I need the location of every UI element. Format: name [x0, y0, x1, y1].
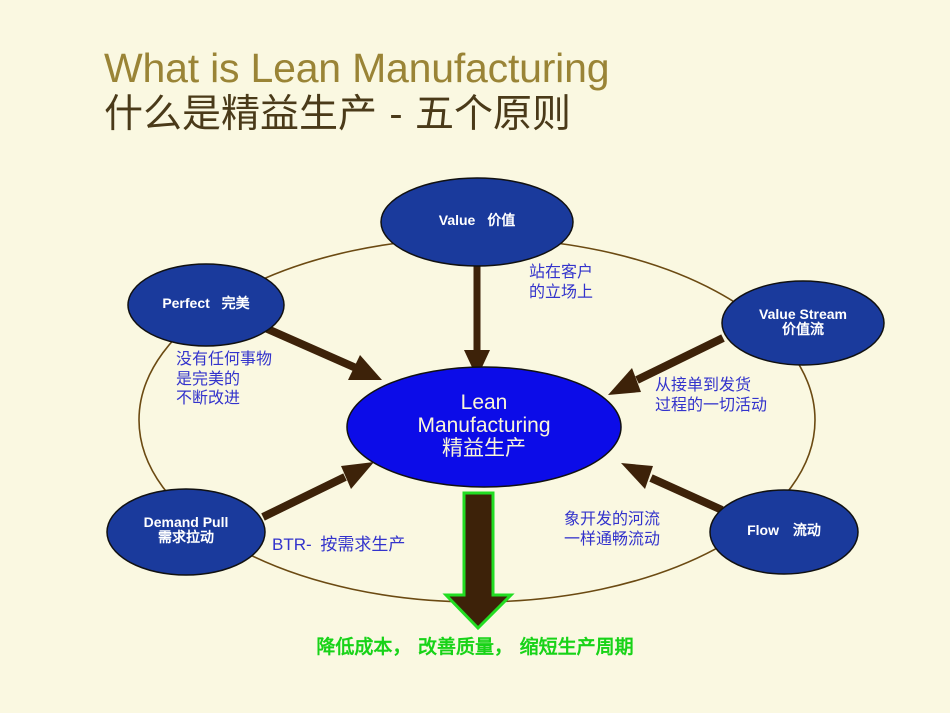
- arrow-perfect-to-center: [261, 323, 382, 380]
- title-chinese: 什么是精益生产 - 五个原则: [104, 92, 571, 137]
- center-label-line2: Manufacturing: [417, 413, 551, 437]
- node-ellipse-value-stream[interactable]: [721, 280, 885, 366]
- center-label-line1: Lean: [460, 391, 508, 414]
- annotation-perfect: 没有任何事物 是完美的 不断改进: [176, 349, 272, 408]
- annotation-demand-pull-zh: 按需求生产: [320, 535, 406, 555]
- node-ellipse-flow[interactable]: [709, 489, 859, 575]
- arrow-demand-pull-to-center: [261, 462, 374, 521]
- annotation-value-stream-line1: 从接单到发货: [655, 375, 752, 394]
- slide-title: What is Lean Manufacturing 什么是精益生产 - 五个原…: [104, 45, 610, 137]
- annotation-value-stream-line2: 过程的一切活动: [655, 394, 768, 414]
- annotation-value-line1: 站在客户: [529, 262, 594, 281]
- arrow-value-stream-to-center: [608, 334, 725, 395]
- annotation-flow-line2: 一样通畅流动: [564, 528, 661, 548]
- annotation-demand-pull: BTR- 按需求生产: [272, 530, 405, 555]
- node-ellipse-lean-manufacturing[interactable]: [346, 366, 622, 488]
- annotation-demand-pull-en: BTR-: [272, 535, 312, 554]
- outcome-text: 降低成本， 改善质量， 缩短生产周期: [316, 636, 634, 658]
- outcome-arrow: [442, 491, 515, 631]
- annotation-value-stream: 从接单到发货 过程的一切活动: [655, 375, 767, 414]
- node-ellipse-value[interactable]: [380, 177, 574, 267]
- center-node-label: Lean Manufacturing 精益生产: [334, 391, 634, 461]
- annotation-flow: 象开发的河流 一样通畅流动: [564, 509, 660, 548]
- center-label-chinese: 精益生产: [442, 436, 526, 461]
- annotation-perfect-line1: 没有任何事物: [176, 349, 273, 368]
- arrow-value-to-center: [464, 258, 490, 378]
- annotation-perfect-line3: 不断改进: [176, 388, 241, 408]
- node-ellipse-perfect[interactable]: [127, 263, 285, 347]
- annotation-flow-line1: 象开发的河流: [564, 509, 661, 528]
- annotation-perfect-line2: 是完美的: [176, 368, 241, 388]
- annotation-value-line2: 的立场上: [529, 281, 594, 301]
- annotation-value: 站在客户 的立场上: [529, 262, 593, 301]
- node-ellipse-demand-pull[interactable]: [106, 488, 266, 576]
- arrow-flow-to-center: [621, 463, 724, 514]
- title-english: What is Lean Manufacturing: [104, 45, 610, 91]
